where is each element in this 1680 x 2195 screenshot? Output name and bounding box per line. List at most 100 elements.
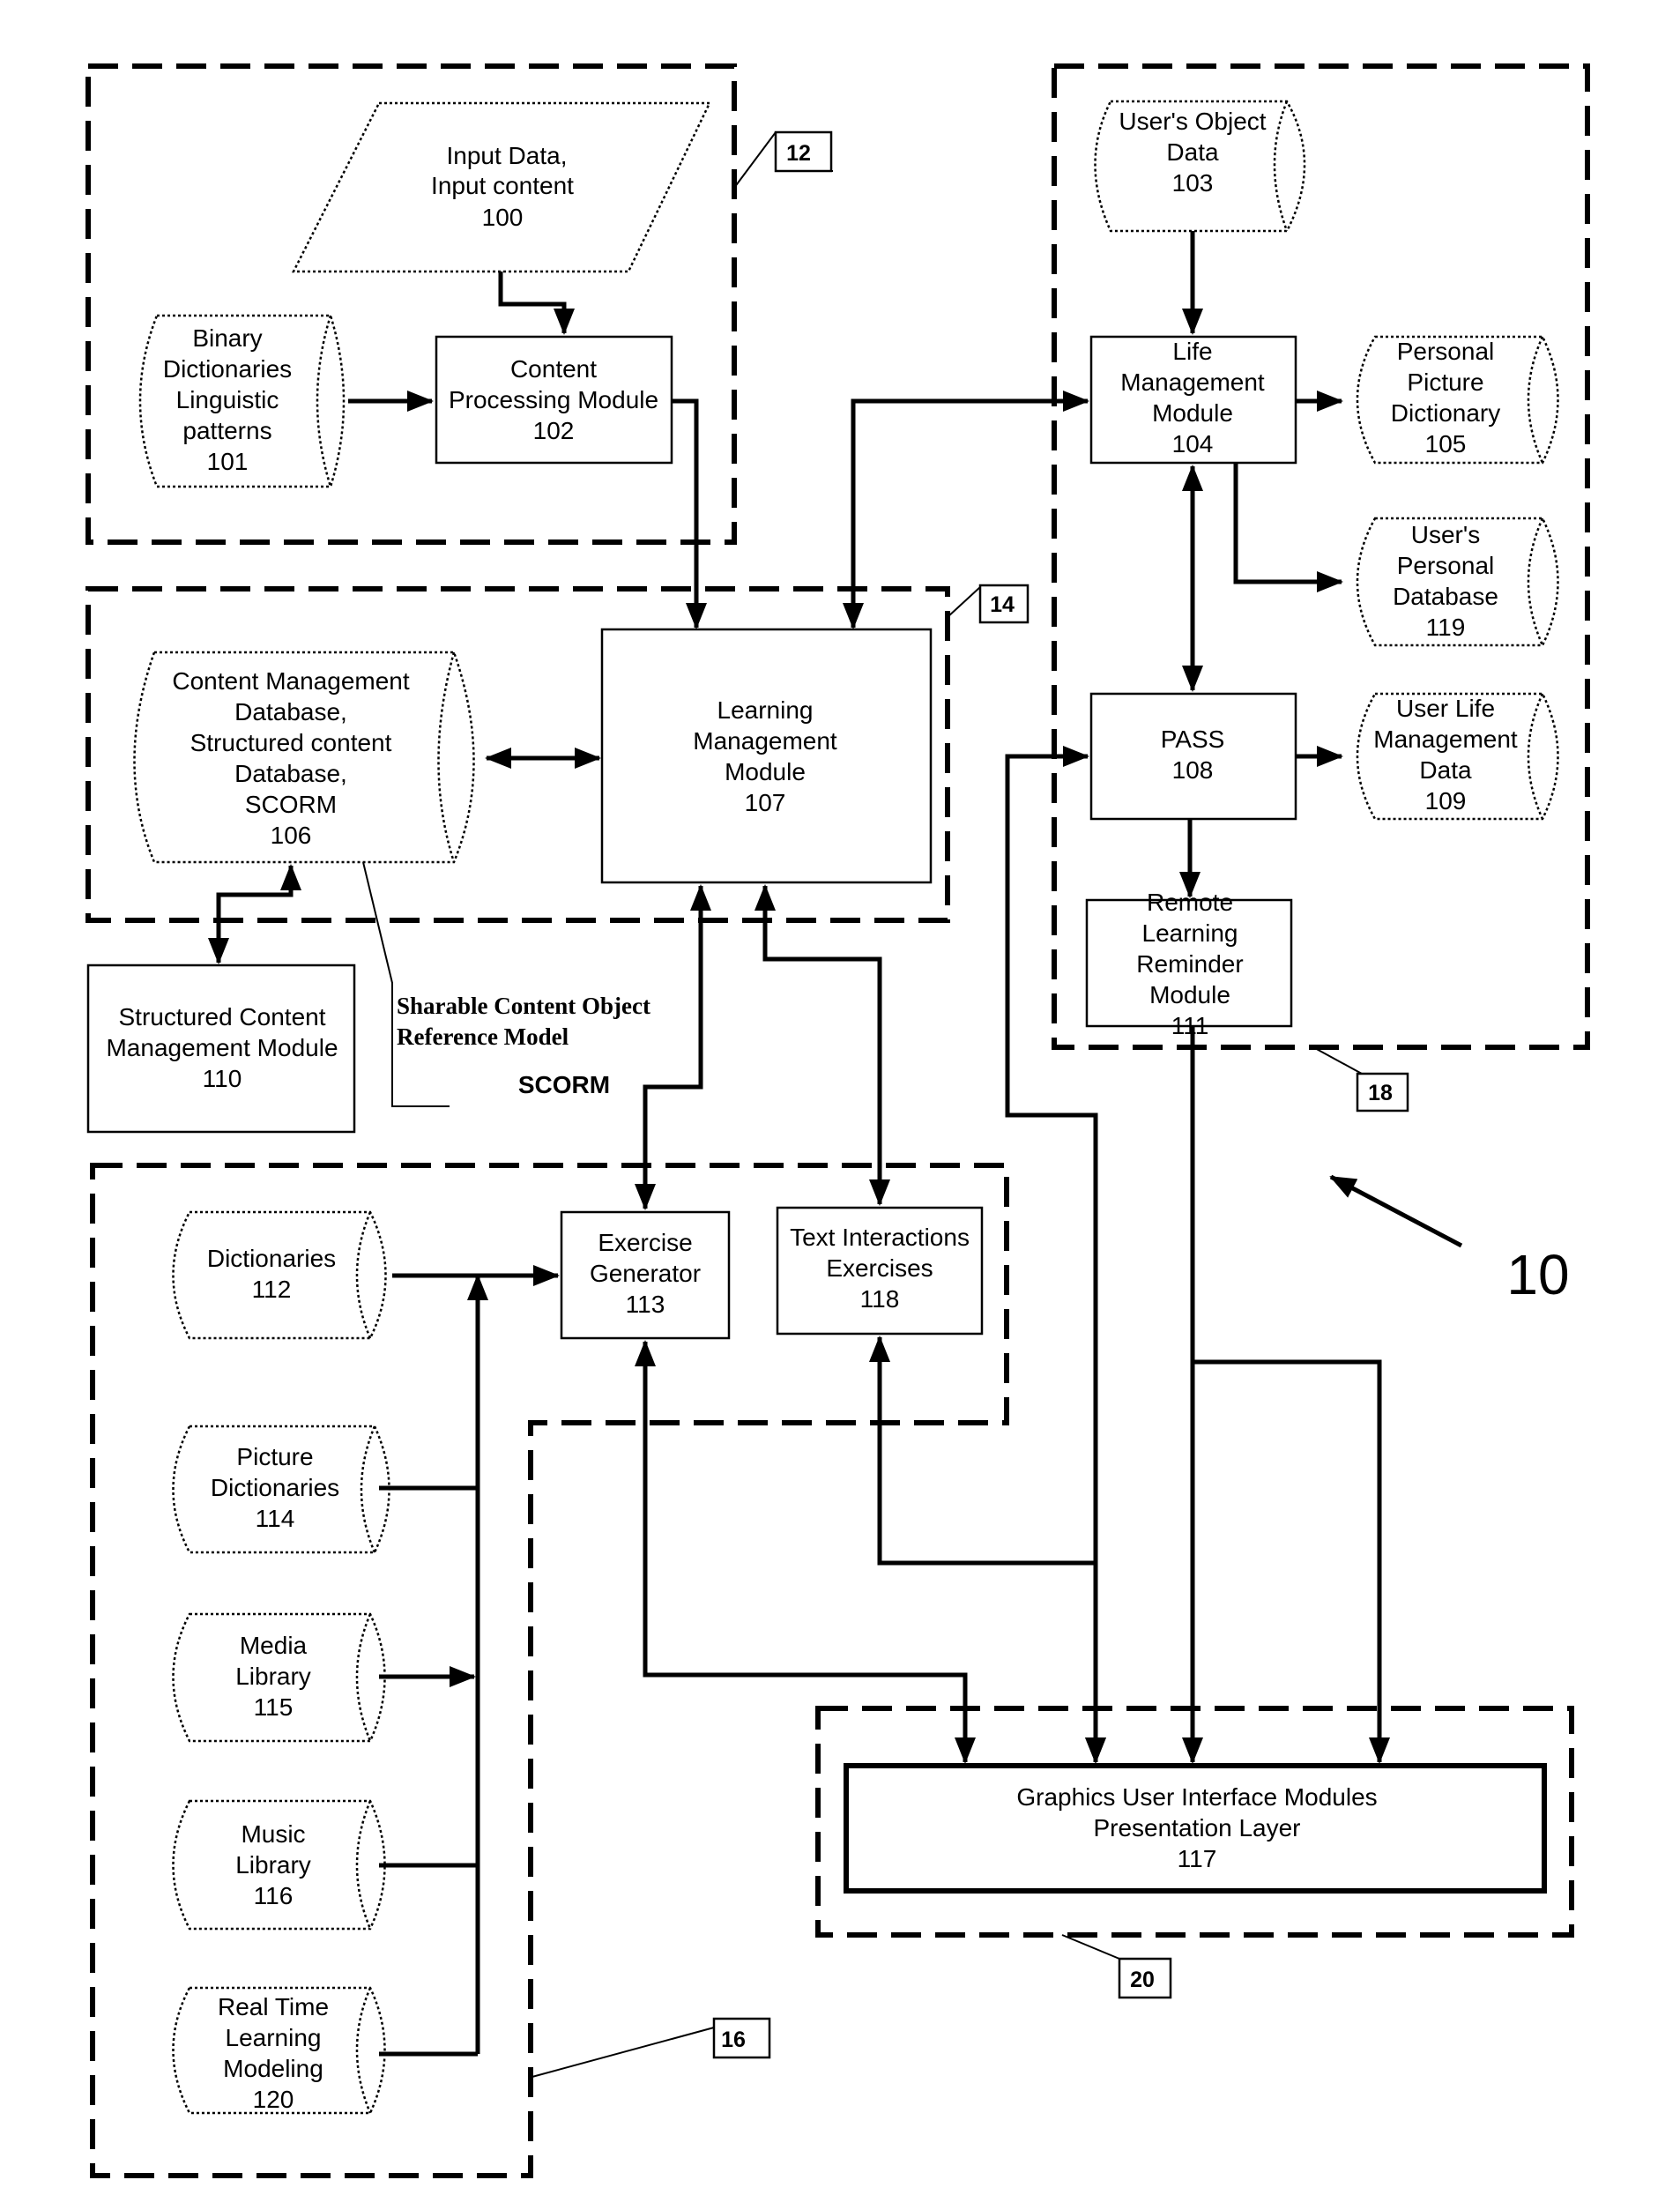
svg-text:Dictionaries: Dictionaries bbox=[211, 1474, 339, 1501]
svg-text:Dictionaries: Dictionaries bbox=[207, 1245, 336, 1272]
svg-text:118: 118 bbox=[860, 1285, 900, 1313]
input-data-line-1: Input Data, bbox=[447, 142, 568, 169]
svg-text:Dictionaries: Dictionaries bbox=[163, 355, 292, 383]
svg-text:patterns: patterns bbox=[182, 417, 271, 444]
uod-line-1: User's Object bbox=[1119, 108, 1266, 135]
svg-text:SCORM: SCORM bbox=[518, 1071, 610, 1098]
svg-text:Management: Management bbox=[693, 727, 837, 755]
ulmd-line-3: Data bbox=[1419, 756, 1472, 784]
svg-text:Reference Model: Reference Model bbox=[397, 1023, 569, 1050]
svg-text:Module: Module bbox=[1149, 981, 1230, 1008]
connector-lmm-exercise-generator bbox=[645, 886, 701, 1209]
binary-dict-line-4: patterns bbox=[182, 417, 271, 444]
lmm-line-1: Learning bbox=[717, 696, 814, 724]
group-ref-18: 18 bbox=[1313, 1047, 1408, 1111]
binary-dictionaries-datastore: Binary Dictionaries Linguistic patterns … bbox=[140, 316, 344, 487]
svg-text:117: 117 bbox=[1178, 1845, 1217, 1872]
svg-text:114: 114 bbox=[256, 1505, 295, 1532]
svg-text:Picture: Picture bbox=[236, 1443, 313, 1470]
rtlm-line-1: Real Time bbox=[218, 1993, 329, 2020]
svg-text:Data: Data bbox=[1419, 756, 1472, 784]
svg-text:Real Time: Real Time bbox=[218, 1993, 329, 2020]
svg-text:Processing Module: Processing Module bbox=[449, 386, 658, 413]
svg-text:Database: Database bbox=[1393, 583, 1498, 610]
connector-input-to-content-processing bbox=[501, 272, 564, 333]
pic-dict-line-3: 114 bbox=[256, 1505, 295, 1532]
real-time-learning-modeling-datastore: Real Time Learning Modeling 120 bbox=[174, 1988, 385, 2113]
ppd-line-1: Personal bbox=[1397, 338, 1495, 365]
music-line-3: 116 bbox=[254, 1882, 294, 1909]
svg-text:Library: Library bbox=[235, 1663, 311, 1690]
svg-text:106: 106 bbox=[271, 822, 312, 849]
group-ref-16: 16 bbox=[529, 2019, 769, 2078]
svg-text:115: 115 bbox=[254, 1693, 294, 1721]
connector-life-mgmt-to-users-personal-db bbox=[1236, 463, 1342, 582]
ref-label-20: 20 bbox=[1130, 1968, 1155, 1992]
scorm-annotation: Sharable Content Object Reference Model … bbox=[363, 862, 650, 1106]
upd-line-4: 119 bbox=[1426, 614, 1466, 641]
rtlm-line-2: Learning bbox=[226, 2024, 322, 2051]
binary-dict-line-5: 101 bbox=[207, 448, 249, 475]
svg-text:105: 105 bbox=[1425, 430, 1467, 458]
svg-text:16: 16 bbox=[721, 2028, 746, 2052]
svg-text:Module: Module bbox=[725, 758, 806, 785]
svg-text:Text Interactions: Text Interactions bbox=[790, 1224, 970, 1251]
rlrm-line-2: Learning bbox=[1142, 919, 1238, 947]
dict-line-1: Dictionaries bbox=[207, 1245, 336, 1272]
svg-text:Management Module: Management Module bbox=[106, 1034, 338, 1061]
svg-text:User Life: User Life bbox=[1396, 695, 1495, 722]
svg-text:Structured content: Structured content bbox=[190, 729, 392, 756]
cm-db-line-1: Content Management bbox=[172, 667, 410, 695]
picture-dictionaries-datastore: Picture Dictionaries 114 bbox=[174, 1426, 390, 1552]
cm-db-line-4: Database, bbox=[234, 760, 347, 787]
svg-text:119: 119 bbox=[1426, 614, 1466, 641]
pass-line-1: PASS bbox=[1161, 725, 1225, 753]
pic-dict-line-2: Dictionaries bbox=[211, 1474, 339, 1501]
svg-text:108: 108 bbox=[1172, 756, 1214, 784]
content-management-database: Content Management Database, Structured … bbox=[135, 652, 474, 862]
figure-number-label: 10 bbox=[1506, 1243, 1569, 1306]
svg-text:Personal: Personal bbox=[1397, 338, 1495, 365]
rlrm-line-5: 111 bbox=[1171, 1012, 1209, 1039]
svg-text:Generator: Generator bbox=[590, 1260, 701, 1287]
svg-text:104: 104 bbox=[1172, 430, 1214, 458]
ref-label-14: 14 bbox=[990, 592, 1015, 617]
pic-dict-line-1: Picture bbox=[236, 1443, 313, 1470]
lmm-line-3: Module bbox=[725, 758, 806, 785]
svg-text:Learning: Learning bbox=[1142, 919, 1238, 947]
exgen-line-2: Generator bbox=[590, 1260, 701, 1287]
svg-text:Database,: Database, bbox=[234, 760, 347, 787]
svg-text:User's: User's bbox=[1411, 521, 1480, 548]
connector-content-processing-to-lmm bbox=[672, 401, 696, 628]
svg-text:Module: Module bbox=[1152, 399, 1233, 427]
svg-text:Picture: Picture bbox=[1407, 368, 1483, 396]
svg-text:109: 109 bbox=[1425, 787, 1467, 815]
svg-text:Modeling: Modeling bbox=[223, 2055, 323, 2082]
user-life-management-data-datastore: User Life Management Data 109 bbox=[1357, 694, 1558, 819]
svg-text:Music: Music bbox=[241, 1820, 305, 1848]
svg-text:Content Management: Content Management bbox=[172, 667, 410, 695]
gui-line-3: 117 bbox=[1178, 1845, 1217, 1872]
svg-text:Input content: Input content bbox=[431, 172, 574, 199]
life-management-module: Life Management Module 104 bbox=[1091, 337, 1296, 463]
group-ref-12: 12 bbox=[734, 132, 833, 188]
input-data-node: Input Data, Input content 100 bbox=[294, 103, 710, 272]
svg-text:Graphics User Interface Module: Graphics User Interface Modules bbox=[1016, 1783, 1377, 1811]
input-data-line-3: 100 bbox=[482, 204, 524, 231]
ppd-line-3: Dictionary bbox=[1391, 399, 1500, 427]
connector-exercise-generator-gui bbox=[645, 1342, 965, 1762]
music-line-1: Music bbox=[241, 1820, 305, 1848]
personal-picture-dictionary-datastore: Personal Picture Dictionary 105 bbox=[1357, 337, 1558, 463]
svg-text:Library: Library bbox=[235, 1851, 311, 1879]
exercise-generator-module: Exercise Generator 113 bbox=[561, 1212, 729, 1338]
life-mgmt-line-2: Management bbox=[1120, 368, 1265, 396]
life-mgmt-line-3: Module bbox=[1152, 399, 1233, 427]
pass-module: PASS 108 bbox=[1091, 694, 1296, 819]
scorm-note-line-1: Sharable Content Object bbox=[397, 993, 650, 1019]
svg-text:101: 101 bbox=[207, 448, 249, 475]
gui-presentation-layer: Graphics User Interface Modules Presenta… bbox=[846, 1766, 1544, 1891]
rtlm-line-3: Modeling bbox=[223, 2055, 323, 2082]
svg-text:User's Object: User's Object bbox=[1119, 108, 1266, 135]
ppd-line-2: Picture bbox=[1407, 368, 1483, 396]
